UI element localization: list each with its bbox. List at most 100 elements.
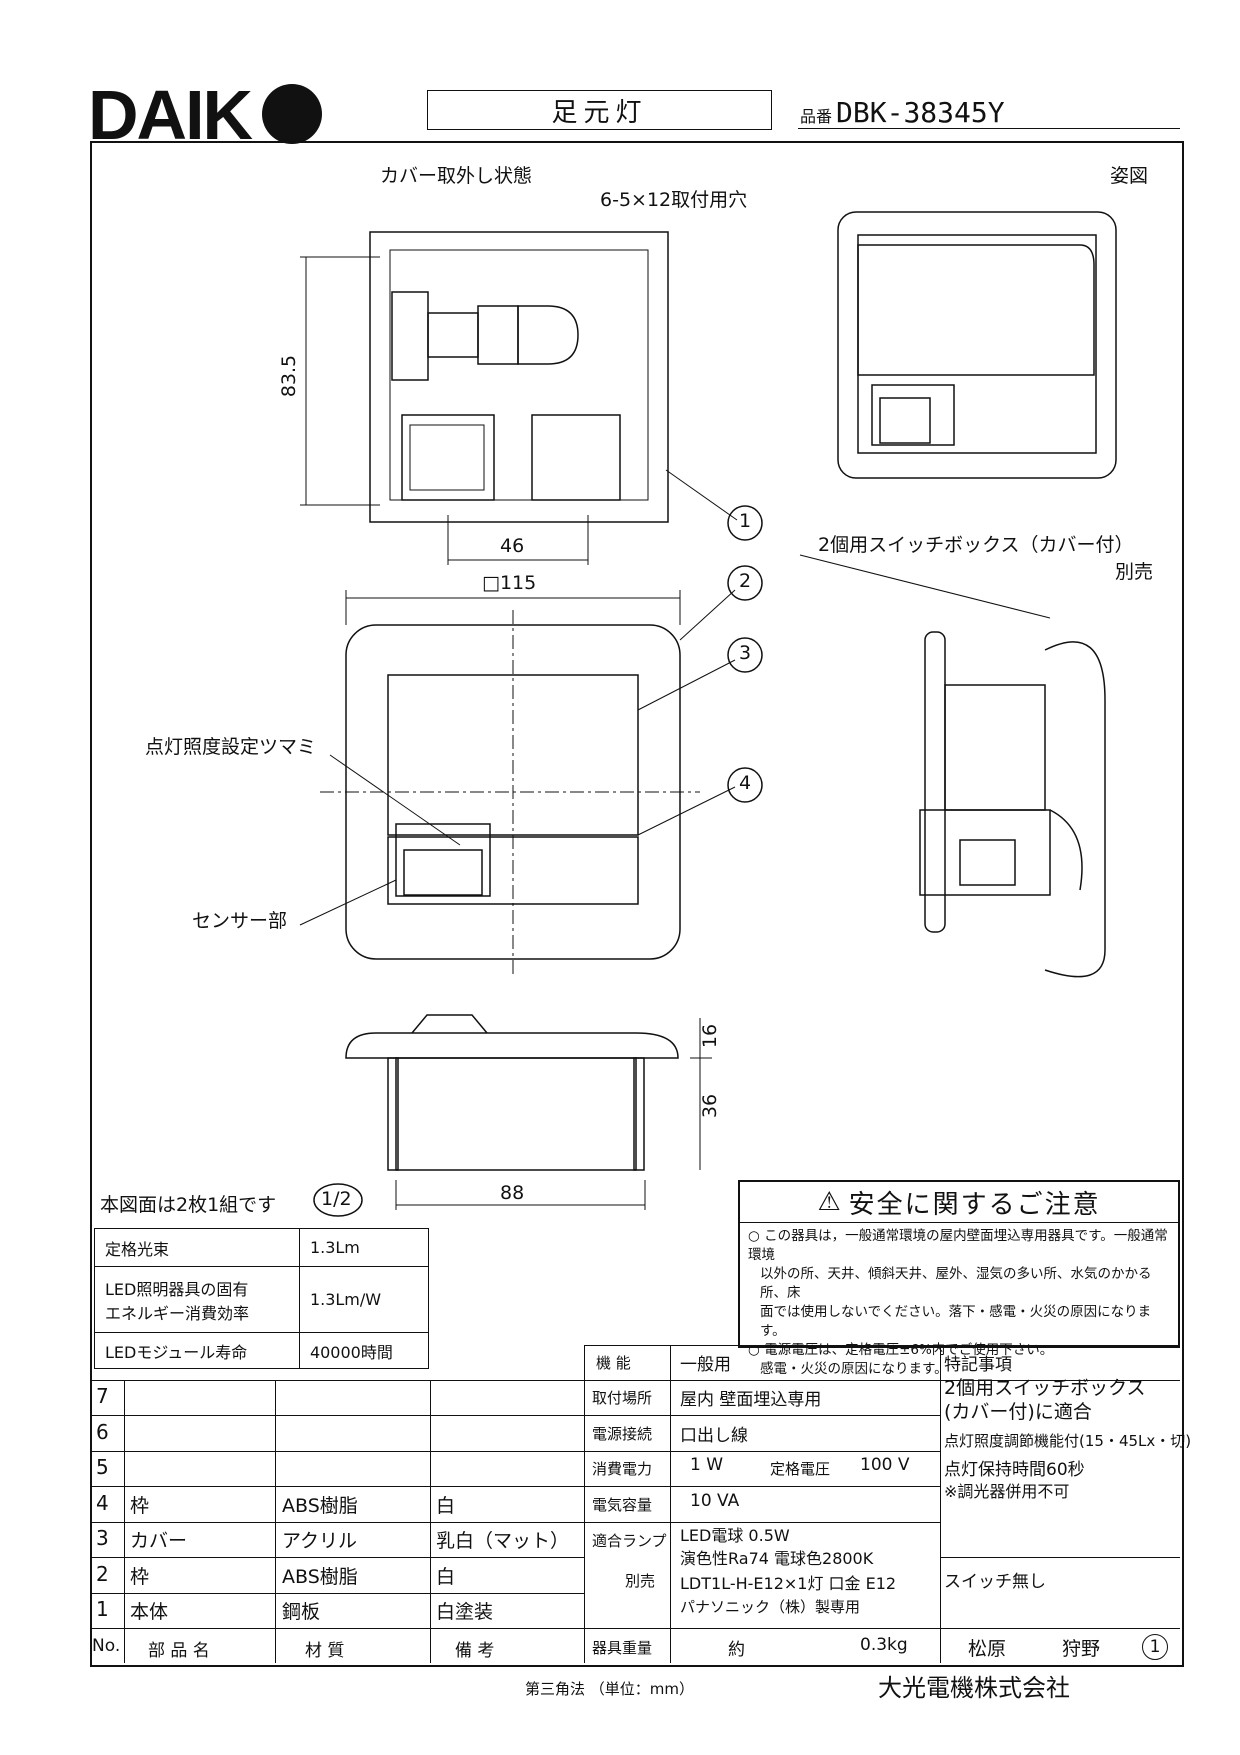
table-rule <box>90 1380 1180 1381</box>
place-value: 屋内 壁面埋込専用 <box>680 1390 822 1410</box>
volt-key: 定格電圧 <box>770 1460 831 1478</box>
mount-holes-label: 6-5×12取付用穴 <box>600 189 748 211</box>
safety-line: 面では使用しないでください。落下・感電・火災の原因になります。 <box>760 1304 1152 1339</box>
lamp-line-4: パナソニック（株）製専用 <box>680 1598 861 1616</box>
table-rule <box>90 1451 940 1452</box>
weight-value: 0.3kg <box>860 1635 908 1655</box>
spec-key: LED照明器具の固有 エネルギー消費効率 <box>94 1266 300 1333</box>
dim-46: 46 <box>500 535 525 557</box>
func-value: 一般用 <box>680 1355 731 1375</box>
table-rule <box>90 1415 940 1416</box>
parts-row-no: 1 <box>96 1597 109 1621</box>
spec-key: 定格光束 <box>94 1228 300 1267</box>
spec-value: 40000時間 <box>298 1332 430 1369</box>
func-key: 機 能 <box>596 1354 631 1372</box>
sheet-number: 1/2 <box>321 1188 352 1210</box>
table-rule <box>940 1345 941 1663</box>
place-key: 取付場所 <box>592 1389 653 1407</box>
spec-value: 1.3Lm/W <box>298 1266 430 1333</box>
safety-line: 以外の所、天井、傾斜天井、屋外、湿気の多い所、水気のかかる所、床 <box>760 1266 1152 1301</box>
sensor-label: センサー部 <box>192 910 288 932</box>
callout-3: 3 <box>739 642 752 664</box>
note-3: 点灯照度調節機能付(15・45Lx・切) <box>944 1432 1192 1450</box>
parts-row-note: 白 <box>436 1565 456 1588</box>
table-rule <box>90 1522 940 1523</box>
company-name: 大光電機株式会社 <box>878 1674 1070 1702</box>
dim-16: 16 <box>699 1023 722 1049</box>
table-rule <box>584 1345 1180 1346</box>
parts-row-name: カバー <box>130 1530 188 1552</box>
note-1: 2個用スイッチボックス <box>944 1377 1146 1399</box>
parts-row-note: 白 <box>436 1494 456 1517</box>
warning-icon: ⚠ <box>817 1187 843 1217</box>
safety-line: 感電・火災の原因になります。 <box>760 1361 948 1377</box>
capacity-value: 10 VA <box>690 1491 740 1511</box>
dim-36: 36 <box>699 1093 722 1119</box>
note-5: ※調光器併用不可 <box>944 1482 1070 1501</box>
dim-88: 88 <box>500 1182 525 1204</box>
parts-row-no: 2 <box>96 1561 109 1586</box>
parts-head-name: 部 品 名 <box>148 1641 210 1661</box>
note-4: 点灯保持時間60秒 <box>944 1460 1085 1480</box>
set-note: 本図面は2枚1組です <box>100 1194 277 1216</box>
parts-row-no: 7 <box>96 1384 109 1408</box>
switchbox-label: 2個用スイッチボックス（カバー付） <box>818 534 1134 556</box>
note-2: (カバー付)に適合 <box>944 1401 1092 1423</box>
table-rule <box>90 1486 940 1487</box>
sun-logo-icon <box>262 84 322 144</box>
knob-label: 点灯照度設定ツマミ <box>145 736 317 758</box>
power-key: 消費電力 <box>592 1460 653 1478</box>
table-rule <box>430 1380 431 1663</box>
projection-method: 第三角法 （単位：mm） <box>525 1680 694 1698</box>
parts-row-no: 6 <box>96 1419 109 1444</box>
parts-row-no: 3 <box>96 1526 109 1550</box>
parts-row-mat: 鋼板 <box>282 1601 321 1623</box>
revision-mark: 1 <box>1142 1634 1168 1660</box>
code-value: DBK-38345Y <box>836 96 1005 129</box>
lamp-line-3: LDT1L-H-E12×1灯 口金 E12 <box>680 1574 897 1593</box>
safety-line: ○ この器具は，一般通常環境の屋内壁面埋込専用器具です。一般通常環境 <box>748 1228 1168 1263</box>
safety-title-text: 安全に関するご注意 <box>848 1189 1101 1220</box>
weight-approx: 約 <box>728 1640 745 1660</box>
parts-row-mat: アクリル <box>282 1530 358 1552</box>
lamp-sold-separately: 別売 <box>625 1572 656 1590</box>
parts-row-mat: ABS樹脂 <box>282 1565 358 1588</box>
table-rule <box>940 1557 1180 1558</box>
volt-value: 100 V <box>860 1455 910 1475</box>
safety-line: ○ 電源電圧は、定格電圧±6%内でご使用下さい。 <box>748 1342 1054 1358</box>
appearance-label: 姿図 <box>1110 165 1149 187</box>
table-rule <box>124 1380 125 1663</box>
parts-row-note: 白塗装 <box>436 1601 494 1623</box>
conn-value: 口出し線 <box>680 1426 748 1446</box>
lamp-key: 適合ランプ <box>592 1532 667 1550</box>
table-rule <box>670 1345 671 1663</box>
sold-separately-label: 別売 <box>1115 561 1154 583</box>
product-name: 足元灯 <box>427 90 772 130</box>
brand-logo: DAIK <box>88 76 253 154</box>
table-rule <box>275 1380 276 1663</box>
note-6: スイッチ無し <box>944 1572 1046 1592</box>
parts-row-name: 枠 <box>130 1565 150 1588</box>
conn-key: 電源接続 <box>592 1425 653 1443</box>
dim-83-5: 83.5 <box>278 354 301 398</box>
safety-title: ⚠安全に関するご注意 <box>740 1182 1178 1223</box>
table-rule <box>90 1628 1180 1629</box>
code-underline <box>798 128 1180 129</box>
weight-key: 器具重量 <box>592 1639 653 1657</box>
callout-1: 1 <box>739 510 752 532</box>
lamp-line-1: LED電球 0.5W <box>680 1526 790 1545</box>
notes-title: 特記事項 <box>944 1355 1012 1375</box>
capacity-key: 電気容量 <box>592 1496 653 1514</box>
dim-115: □115 <box>482 572 537 594</box>
cover-removed-label: カバー取外し状態 <box>380 165 533 187</box>
parts-row-name: 枠 <box>130 1494 150 1517</box>
callout-4: 4 <box>739 772 752 794</box>
table-rule <box>584 1345 585 1663</box>
sign-b: 狩野 <box>1062 1638 1101 1660</box>
parts-head-no: No. <box>92 1636 121 1656</box>
safety-notice: ⚠安全に関するご注意 ○ この器具は，一般通常環境の屋内壁面埋込専用器具です。一… <box>738 1180 1180 1377</box>
spec-key: LEDモジュール寿命 <box>94 1332 300 1369</box>
sign-a: 松原 <box>968 1638 1007 1660</box>
